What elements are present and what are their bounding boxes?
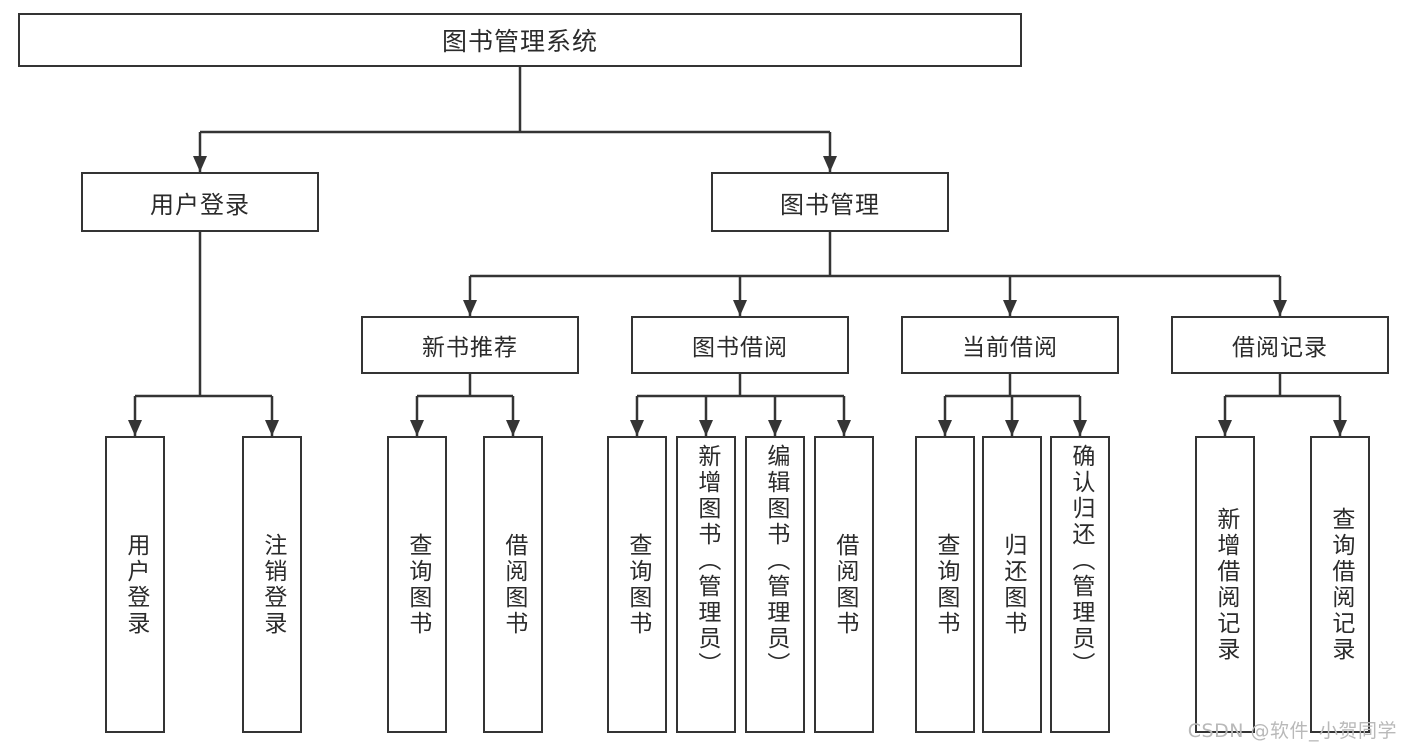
node-user-login[interactable]: 用户登录	[81, 172, 319, 232]
arrow-head-icon	[1333, 420, 1347, 436]
arrow-head-icon	[823, 156, 837, 172]
node-label: 查询图书	[624, 532, 651, 637]
arrow-head-icon	[938, 420, 952, 436]
arrow-head-icon	[128, 420, 142, 436]
node-leaf-confirm-return[interactable]: 确认归还（管理员）	[1050, 436, 1110, 733]
arrow-head-icon	[1005, 420, 1019, 436]
arrow-head-icon	[630, 420, 644, 436]
node-label: 图书管理	[780, 190, 880, 219]
node-label: 新增图书（管理员）	[693, 444, 720, 678]
arrow-head-icon	[1003, 300, 1017, 316]
node-leaf-logout[interactable]: 注销登录	[242, 436, 302, 733]
node-label: 图书借阅	[692, 335, 788, 361]
node-label: 用户登录	[150, 190, 250, 219]
arrow-head-icon	[1273, 300, 1287, 316]
node-book-borrow[interactable]: 图书借阅	[631, 316, 849, 374]
arrow-head-icon	[410, 420, 424, 436]
arrow-head-icon	[768, 420, 782, 436]
node-leaf-add-book[interactable]: 新增图书（管理员）	[676, 436, 736, 733]
arrow-head-icon	[837, 420, 851, 436]
node-leaf-query-book-1[interactable]: 查询图书	[387, 436, 447, 733]
node-leaf-query-book-3[interactable]: 查询图书	[915, 436, 975, 733]
arrow-head-icon	[1218, 420, 1232, 436]
arrow-head-icon	[193, 156, 207, 172]
node-label: 查询借阅记录	[1327, 506, 1354, 663]
arrow-head-icon	[1073, 420, 1087, 436]
arrow-head-icon	[733, 300, 747, 316]
node-leaf-edit-book[interactable]: 编辑图书（管理员）	[745, 436, 805, 733]
node-label: 新增借阅记录	[1212, 506, 1239, 663]
node-borrow-record[interactable]: 借阅记录	[1171, 316, 1389, 374]
node-leaf-query-book-2[interactable]: 查询图书	[607, 436, 667, 733]
node-label: 归还图书	[999, 532, 1026, 637]
node-label: 借阅图书	[500, 532, 527, 637]
node-leaf-add-record[interactable]: 新增借阅记录	[1195, 436, 1255, 733]
node-label: 借阅记录	[1232, 335, 1328, 361]
arrow-head-icon	[265, 420, 279, 436]
watermark-text: CSDN @软件_小贺同学	[1187, 720, 1397, 742]
node-label: 当前借阅	[962, 335, 1058, 361]
node-leaf-query-record[interactable]: 查询借阅记录	[1310, 436, 1370, 733]
node-current-borrow[interactable]: 当前借阅	[901, 316, 1119, 374]
node-book-manage[interactable]: 图书管理	[711, 172, 949, 232]
arrow-head-icon	[463, 300, 477, 316]
arrow-head-icon	[699, 420, 713, 436]
node-leaf-borrow-book-1[interactable]: 借阅图书	[483, 436, 543, 733]
arrow-head-icon	[506, 420, 520, 436]
root-node-book-management-system[interactable]: 图书管理系统	[18, 13, 1022, 67]
node-new-book-recommend[interactable]: 新书推荐	[361, 316, 579, 374]
node-leaf-return-book[interactable]: 归还图书	[982, 436, 1042, 733]
node-label: 确认归还（管理员）	[1067, 444, 1094, 678]
node-label: 查询图书	[404, 532, 431, 637]
node-label: 编辑图书（管理员）	[762, 444, 789, 678]
node-label: 图书管理系统	[441, 27, 598, 56]
node-label: 注销登录	[259, 532, 286, 637]
node-label: 查询图书	[932, 532, 959, 637]
node-leaf-user-login[interactable]: 用户登录	[105, 436, 165, 733]
node-label: 新书推荐	[422, 335, 518, 361]
node-label: 借阅图书	[831, 532, 858, 637]
node-leaf-borrow-book-2[interactable]: 借阅图书	[814, 436, 874, 733]
node-label: 用户登录	[122, 532, 149, 637]
